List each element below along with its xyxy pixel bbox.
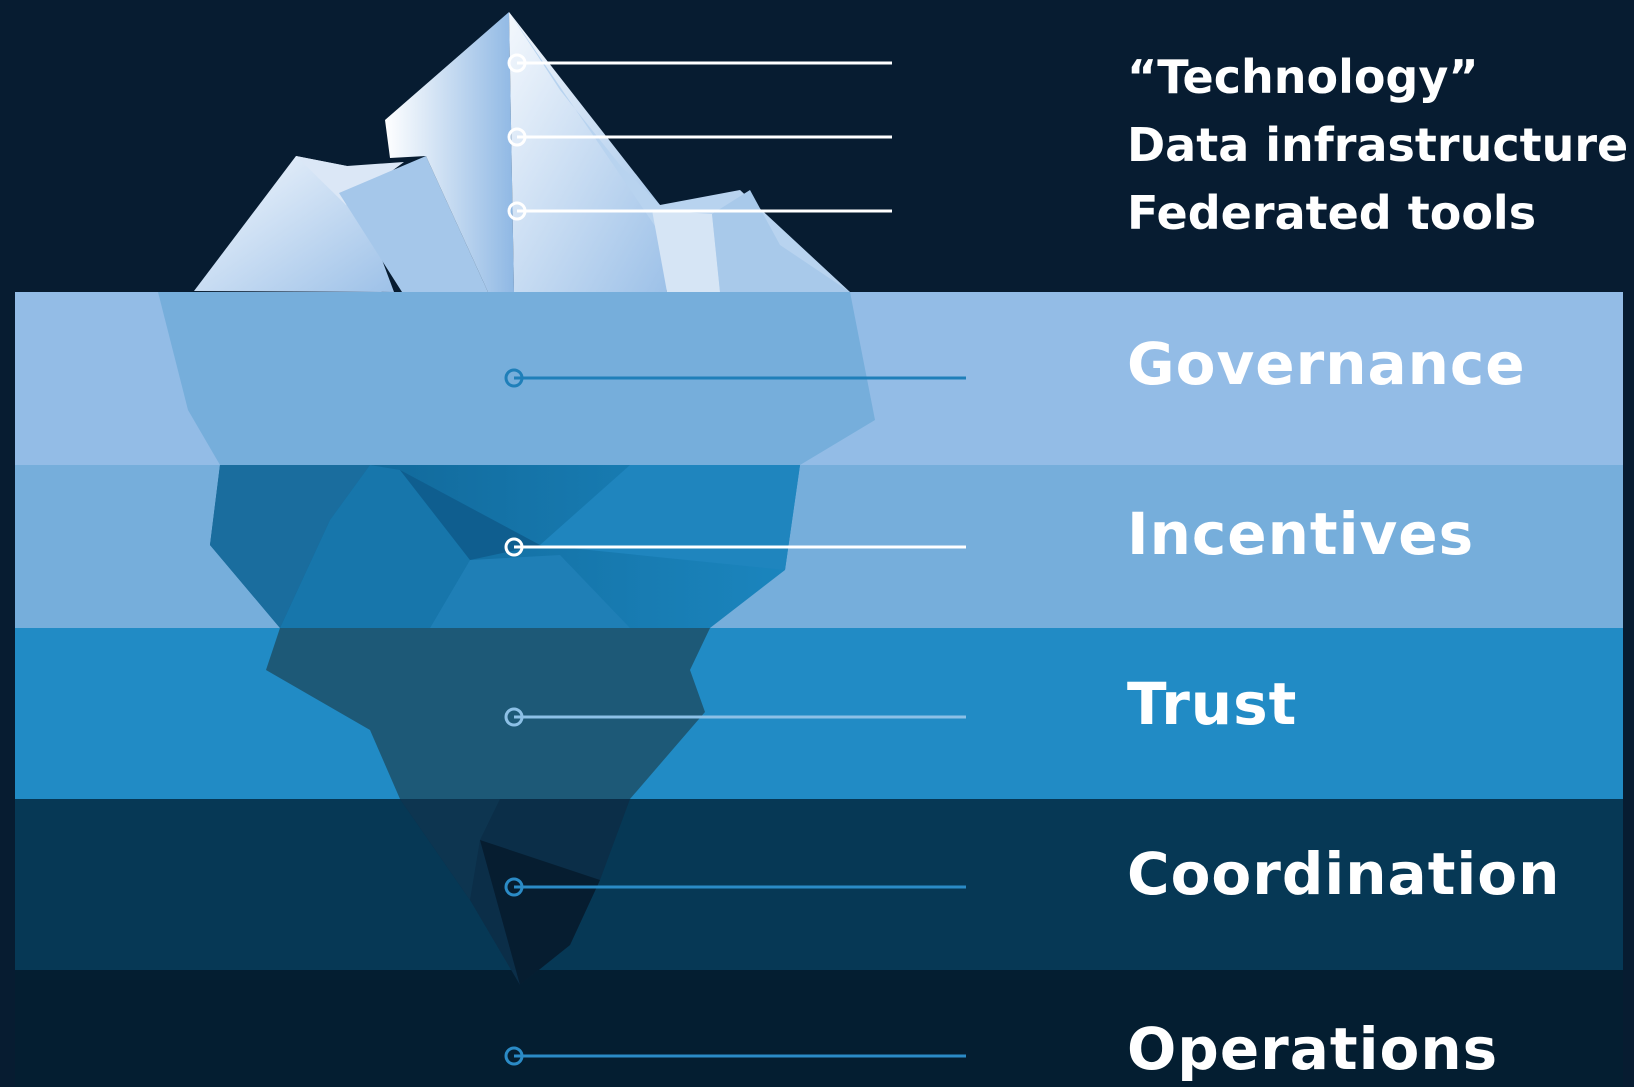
connector-dot-governance xyxy=(504,368,524,388)
label-operations: Operations xyxy=(1127,1015,1499,1083)
layer-band-operations xyxy=(15,970,1623,1087)
connector-dot-technology xyxy=(507,53,527,73)
label-governance: Governance xyxy=(1127,330,1526,398)
connector-dot-data-infrastructure xyxy=(507,127,527,147)
label-federated-tools: Federated tools xyxy=(1127,186,1537,240)
connector-lines xyxy=(504,53,966,1066)
connector-dot-incentives xyxy=(504,537,524,557)
label-data-infrastructure: Data infrastructure xyxy=(1127,118,1629,172)
connector-dot-operations xyxy=(504,1046,524,1066)
label-incentives: Incentives xyxy=(1127,500,1475,568)
layer-band-coordination xyxy=(15,799,1623,970)
connector-dot-coordination xyxy=(504,877,524,897)
iceberg-coordination xyxy=(400,799,630,985)
layer-band-trust xyxy=(15,628,1623,799)
connector-dot-trust xyxy=(504,707,524,727)
connector-dot-federated-tools xyxy=(507,201,527,221)
iceberg-tip xyxy=(194,12,850,292)
iceberg-trust xyxy=(266,628,710,799)
label-coordination: Coordination xyxy=(1127,840,1561,908)
label-technology: “Technology” xyxy=(1127,50,1479,104)
label-trust: Trust xyxy=(1127,670,1298,738)
